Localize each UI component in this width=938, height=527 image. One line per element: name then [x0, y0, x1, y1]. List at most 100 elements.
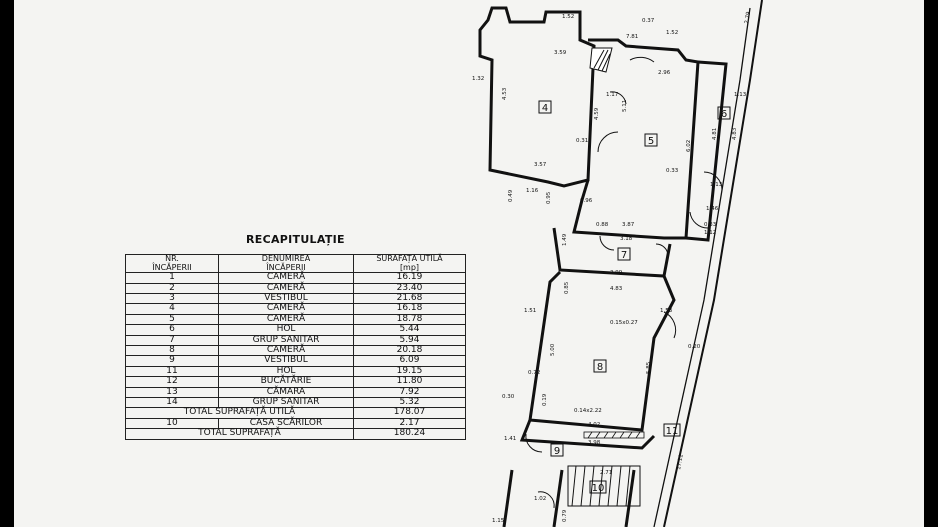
- cell-area: 11.80: [353, 376, 466, 388]
- dim-label: 2.96: [658, 70, 671, 76]
- dim-label: 1.15: [492, 518, 505, 524]
- cell-name: HOL: [218, 324, 354, 336]
- cell-nr: 13: [125, 386, 219, 399]
- dim-label: 1.12: [704, 230, 716, 236]
- cell-area: 19.15: [353, 365, 466, 378]
- room-label-4: 4: [542, 103, 548, 114]
- dim-label: 2.79: [744, 11, 752, 25]
- dim-label: 17.11: [676, 454, 685, 471]
- plan-sheet: 4 5 6 7 8 9 10 11 1.52 0.37 7.81 1.52 3.…: [14, 0, 924, 527]
- cell-nr: 9: [125, 355, 219, 367]
- room-7-wall: [552, 227, 672, 278]
- floor-plan-drawing: 4 5 6 7 8 9 10 11 1.52 0.37 7.81 1.52 3.…: [472, 0, 763, 527]
- dim-label: 3.87: [622, 222, 635, 228]
- room-label-9: 9: [554, 446, 560, 457]
- dim-label: 0.31: [576, 138, 588, 144]
- cell-area: 6.09: [353, 355, 466, 367]
- total-area: 180.24: [353, 428, 466, 440]
- dim-label: 4.83: [732, 127, 738, 140]
- stair-wall-mid: [552, 469, 564, 527]
- dim-label: 1.13: [734, 92, 747, 98]
- recap-title: RECAPITULAȚIE: [246, 233, 345, 246]
- stair-wall-west: [502, 469, 514, 527]
- cell-nr: 7: [125, 334, 219, 347]
- header-area: SURAFAȚA UTILĂ[mp]: [353, 253, 466, 274]
- room-9-wall: [519, 419, 656, 450]
- dim-label: 0.85: [564, 281, 570, 294]
- dim-label: 0.30: [502, 394, 515, 400]
- dim-label: 0.37: [642, 18, 655, 24]
- dim-label: 4.59: [594, 107, 600, 120]
- outer-wall-east-inner: [653, 7, 751, 527]
- dim-label: 0.49: [508, 189, 514, 202]
- stair-treads: [567, 465, 641, 507]
- cell-area: 20.18: [353, 345, 466, 357]
- dim-label: 0.19: [542, 393, 548, 406]
- dim-label: 1.53: [660, 308, 673, 314]
- dim-label: 1.52: [666, 30, 678, 36]
- dim-label: 0.15x0.27: [610, 320, 638, 326]
- cell-name: CĂMARA: [218, 386, 354, 399]
- dim-label: 1.41: [504, 436, 516, 442]
- cell-name: VESTIBUL: [218, 355, 354, 367]
- hatched-strip: [583, 431, 645, 439]
- room-8-wall: [528, 270, 676, 432]
- cell-area: 5.94: [353, 334, 466, 347]
- dim-label: 1.32: [472, 76, 484, 82]
- cell-name: GRUP SANITAR: [218, 334, 354, 347]
- cell-nr: 6: [125, 324, 219, 336]
- dim-label: 0.72: [528, 370, 540, 376]
- dim-label: 3.18: [620, 236, 633, 242]
- outer-wall-east: [663, 0, 763, 527]
- room-label-7: 7: [621, 250, 627, 261]
- dim-label: 3.59: [554, 50, 567, 56]
- cell-name: CAMERĂ: [218, 282, 354, 295]
- dim-label: 7.81: [626, 34, 638, 40]
- cell-area: 21.68: [353, 292, 466, 305]
- cell-nr: 2: [125, 282, 219, 295]
- dim-label: 1.49: [562, 233, 568, 246]
- cell-nr: 8: [125, 345, 219, 357]
- dim-label: 4.02: [588, 422, 600, 428]
- dim-label: 2.71: [600, 470, 612, 476]
- cell-name: BUCĂTĂRIE: [218, 376, 354, 388]
- room-6-wall: [685, 60, 728, 242]
- room-label-8: 8: [597, 362, 603, 373]
- total-label: TOTAL SUPRAFAȚĂ: [125, 428, 354, 440]
- dim-label: 0.96: [580, 198, 593, 204]
- dim-label: 0.14x2.22: [574, 408, 602, 414]
- dim-label: 1.51: [524, 308, 536, 314]
- dim-label: 5.11: [622, 100, 628, 112]
- dim-label: 4.81: [712, 128, 718, 140]
- dim-label: 0.33: [666, 168, 679, 174]
- cell-area: 23.40: [353, 282, 466, 295]
- chimney: [589, 47, 613, 73]
- cell-nr: 11: [125, 365, 219, 378]
- dim-label: 1.46: [706, 206, 719, 212]
- dim-label: 3.99: [610, 270, 623, 276]
- room-label-10: 10: [592, 483, 605, 494]
- cell-nr: 5: [125, 313, 219, 326]
- room-label-5: 5: [648, 136, 654, 147]
- cell-name: CAMERĂ: [218, 345, 354, 357]
- dim-label: 1.16: [526, 188, 539, 194]
- dim-label: 0.95: [546, 191, 552, 204]
- room-label-6: 6: [721, 109, 727, 120]
- cell-area: 5.32: [353, 397, 466, 409]
- dim-label: 4.83: [610, 286, 623, 292]
- cell-area: 18.78: [353, 313, 466, 326]
- room-label-11: 11: [666, 426, 679, 437]
- dim-label: 1.52: [562, 14, 574, 20]
